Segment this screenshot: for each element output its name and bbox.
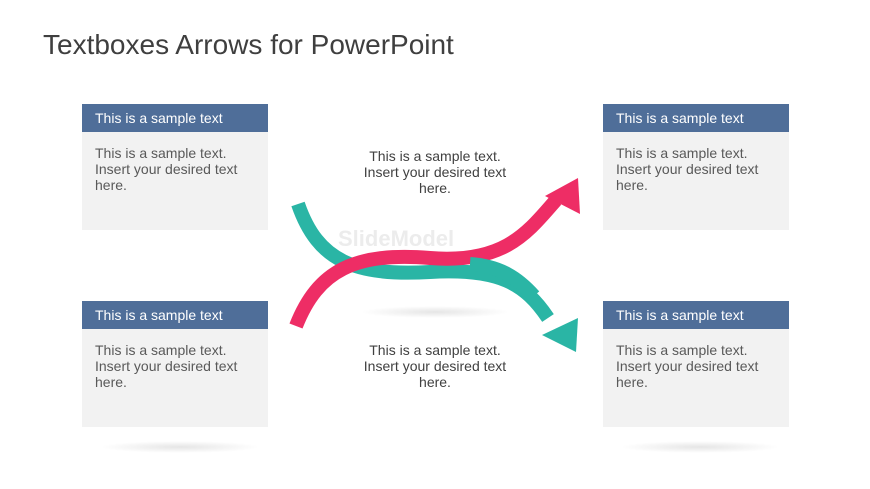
center-text-top: This is a sample text. Insert your desir…: [363, 148, 507, 196]
card-header: This is a sample text: [82, 301, 268, 329]
card-shadow: [100, 441, 260, 453]
card-body: This is a sample text. Insert your desir…: [616, 145, 759, 193]
pink-arrow-shaft: [289, 195, 562, 329]
teal-arrowhead: [542, 318, 578, 352]
card-body: This is a sample text. Insert your desir…: [616, 342, 759, 390]
card-body: This is a sample text. Insert your desir…: [95, 342, 238, 390]
arrow-shadow: [360, 306, 510, 318]
card-top-left: This is a sample text This is a sample t…: [82, 104, 268, 230]
card-bottom-right: This is a sample text This is a sample t…: [603, 301, 789, 427]
card-header: This is a sample text: [603, 104, 789, 132]
slide-title: Textboxes Arrows for PowerPoint: [43, 29, 454, 60]
center-text-bottom: This is a sample text. Insert your desir…: [363, 342, 507, 390]
card-top-right: This is a sample text This is a sample t…: [603, 104, 789, 230]
pink-arrowhead: [545, 178, 580, 214]
card-header: This is a sample text: [603, 301, 789, 329]
card-header: This is a sample text: [82, 104, 268, 132]
teal-arrow-overlap: [469, 257, 540, 301]
card-bottom-left: This is a sample text This is a sample t…: [82, 301, 268, 427]
card-shadow: [620, 441, 780, 453]
card-body: This is a sample text. Insert your desir…: [95, 145, 238, 193]
watermark: SlideModel: [338, 226, 455, 251]
